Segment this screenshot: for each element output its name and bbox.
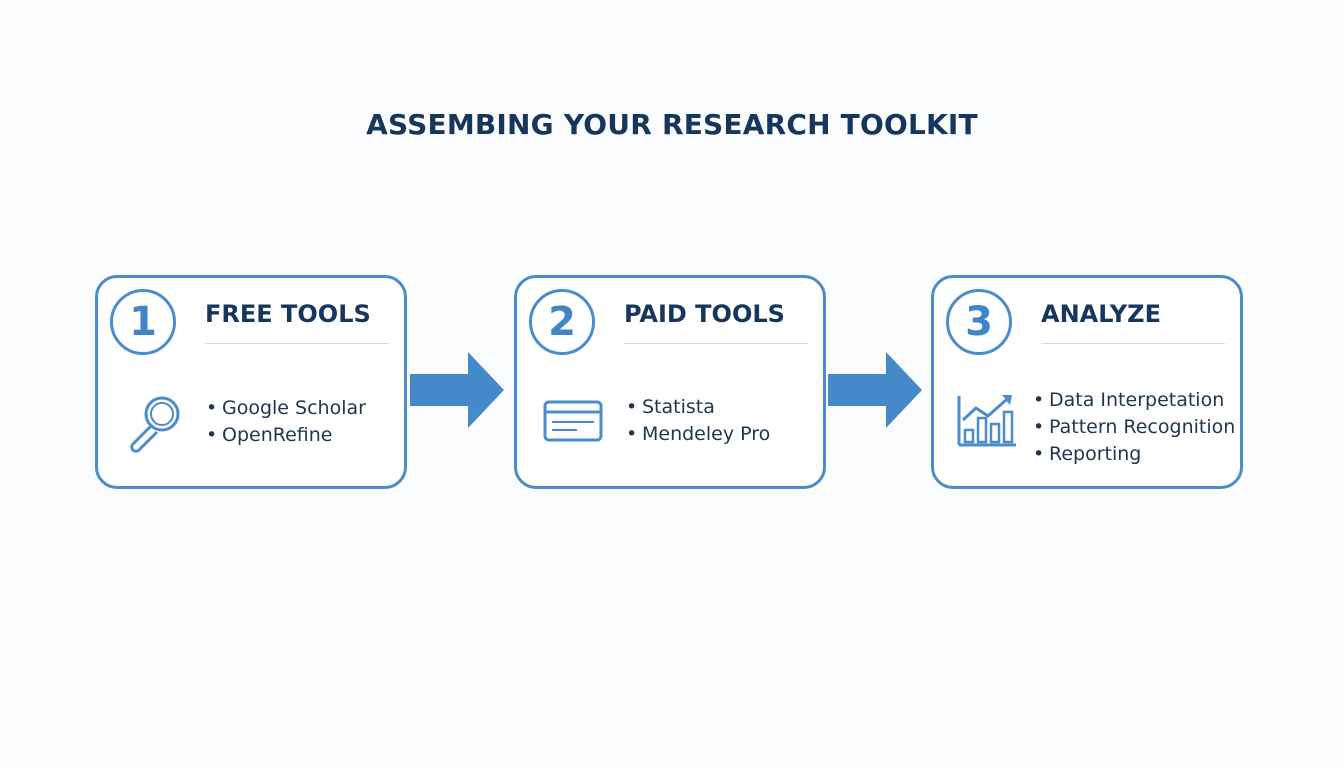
step-title: ANALYZE xyxy=(1041,300,1161,328)
step-item-list: •Google Scholar •OpenRefine xyxy=(206,395,366,449)
bullet-glyph: • xyxy=(1033,389,1045,411)
step-number-badge: 3 xyxy=(946,289,1012,355)
step-title: FREE TOOLS xyxy=(205,300,371,328)
list-item: •Mendeley Pro xyxy=(626,421,770,448)
credit-card-icon xyxy=(543,400,603,442)
list-item: •Statista xyxy=(626,394,770,421)
bullet-glyph: • xyxy=(626,423,638,445)
bullet-glyph: • xyxy=(206,424,218,446)
step-item-list: •Data Interpetation •Pattern Recognition… xyxy=(1033,387,1235,468)
list-item: •OpenRefine xyxy=(206,422,366,449)
step-divider xyxy=(1041,343,1225,344)
flow-arrow-right-icon xyxy=(410,352,504,428)
step-card-paid-tools: 2 PAID TOOLS •Statista •Mendeley Pro xyxy=(514,275,826,489)
list-item: •Google Scholar xyxy=(206,395,366,422)
list-item: •Data Interpetation xyxy=(1033,387,1235,414)
bullet-glyph: • xyxy=(206,397,218,419)
page-title: ASSEMBING YOUR RESEARCH TOOLKIT xyxy=(366,108,978,141)
flow-arrow-right-icon xyxy=(828,352,922,428)
step-card-analyze: 3 ANALYZE •Data Interpetation •Pattern R… xyxy=(931,275,1243,489)
bullet-glyph: • xyxy=(1033,416,1045,438)
bar-chart-growth-icon xyxy=(957,395,1016,447)
step-number-badge: 2 xyxy=(529,289,595,355)
magnifying-glass-icon xyxy=(130,396,180,453)
step-number-badge: 1 xyxy=(110,289,176,355)
step-card-free-tools: 1 FREE TOOLS •Google Scholar •OpenRefine xyxy=(95,275,407,489)
list-item: •Pattern Recognition xyxy=(1033,414,1235,441)
step-divider xyxy=(624,343,808,344)
step-divider xyxy=(205,343,389,344)
list-item: •Reporting xyxy=(1033,441,1235,468)
step-title: PAID TOOLS xyxy=(624,300,785,328)
bullet-glyph: • xyxy=(626,396,638,418)
bullet-glyph: • xyxy=(1033,443,1045,465)
step-item-list: •Statista •Mendeley Pro xyxy=(626,394,770,448)
